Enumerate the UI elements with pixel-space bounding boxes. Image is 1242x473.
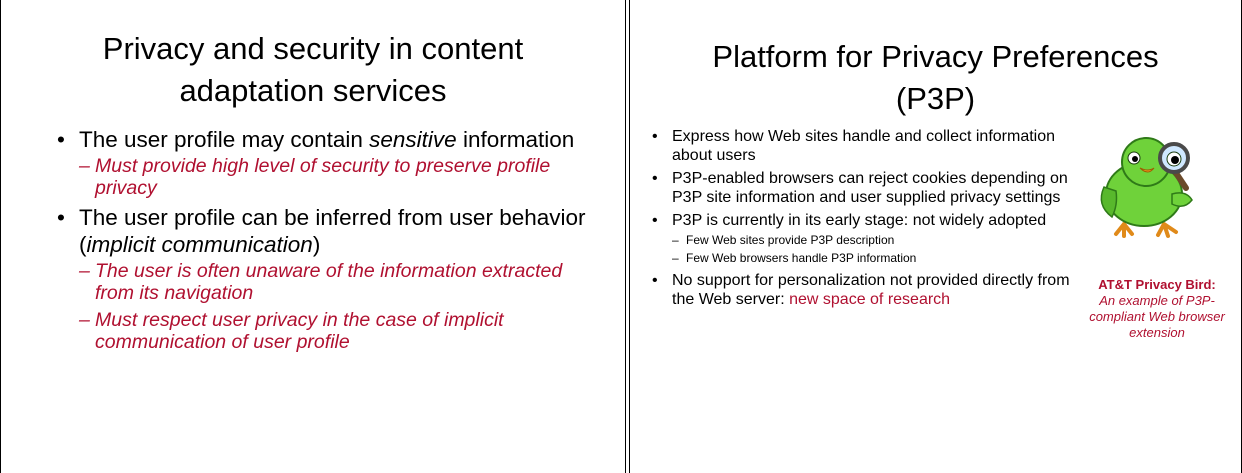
sub-bullet-dash: – — [79, 155, 90, 177]
bullet-browsers: • P3P-enabled browsers can reject cookie… — [652, 169, 1092, 207]
bullet-text: P3P-enabled browsers can reject cookies … — [672, 170, 1068, 206]
sub-bullet-unaware: – The user is often unaware of the infor… — [79, 260, 599, 304]
caption-title: AT&T Privacy Bird: — [1098, 277, 1216, 292]
sub-bullet-few-sites: – Few Web sites provide P3P description — [672, 231, 1092, 249]
sub-bullet-security: – Must provide high level of security to… — [79, 155, 599, 199]
sub-bullet-dash: – — [672, 233, 679, 247]
title-line-1: Privacy and security in content — [102, 31, 524, 66]
bullet-dot: • — [652, 212, 658, 229]
bullet-no-support: • No support for personalization not pro… — [652, 271, 1092, 309]
bullet-dot: • — [652, 272, 658, 289]
bullet-dot: • — [652, 128, 658, 145]
slide-title: Platform for Privacy Preferences (P3P) — [630, 36, 1241, 120]
bullet-text: P3P is currently in its early stage: not… — [672, 212, 1047, 229]
bullet-text: The user profile can be inferred from us… — [79, 205, 586, 257]
caption-text: An example of P3P-compliant Web browser … — [1089, 293, 1225, 340]
sub-bullet-text: Few Web browsers handle P3P information — [686, 251, 917, 265]
privacy-bird-icon — [1094, 132, 1204, 242]
sub-bullet-text: Must respect user privacy in the case of… — [95, 309, 504, 353]
sub-bullet-dash: – — [79, 309, 90, 331]
slide-left: Privacy and security in content adaptati… — [0, 0, 626, 473]
bullet-text: Express how Web sites handle and collect… — [672, 128, 1056, 164]
slide-title: Privacy and security in content adaptati… — [1, 28, 625, 112]
bullet-highlight: new space of research — [789, 291, 951, 308]
bullet-text: The user profile may contain — [79, 127, 370, 152]
slide-right: Platform for Privacy Preferences (P3P) •… — [629, 0, 1242, 473]
sub-bullet-text: Must provide high level of security to p… — [95, 155, 551, 199]
bullet-dot: • — [57, 127, 65, 152]
bullet-list: • Express how Web sites handle and colle… — [652, 127, 1092, 313]
sub-bullet-text: The user is often unaware of the informa… — [95, 260, 563, 304]
title-line-2: adaptation services — [179, 73, 447, 108]
bird-caption: AT&T Privacy Bird: An example of P3P-com… — [1082, 277, 1232, 341]
sub-bullet-dash: – — [79, 260, 90, 282]
title-line-2: (P3P) — [895, 81, 976, 116]
bullet-express: • Express how Web sites handle and colle… — [652, 127, 1092, 165]
sub-bullet-respect-privacy: – Must respect user privacy in the case … — [79, 309, 599, 353]
bullet-text: information — [456, 127, 575, 152]
bullet-text: No support for personalization not provi… — [672, 272, 1070, 308]
bullet-emphasis: sensitive — [369, 127, 457, 152]
title-line-1: Platform for Privacy Preferences — [712, 39, 1159, 74]
bullet-dot: • — [57, 205, 65, 230]
bullet-inferred-profile: • The user profile can be inferred from … — [57, 204, 599, 258]
bullet-emphasis: implicit communication — [86, 232, 313, 257]
sub-bullet-dash: – — [672, 251, 679, 265]
bullet-list: • The user profile may contain sensitive… — [57, 126, 599, 358]
sub-bullet-few-browsers: – Few Web browsers handle P3P informatio… — [672, 249, 1092, 267]
bullet-early-stage: • P3P is currently in its early stage: n… — [652, 211, 1092, 230]
bullet-sensitive-info: • The user profile may contain sensitive… — [57, 126, 599, 153]
sub-bullet-text: Few Web sites provide P3P description — [686, 233, 895, 247]
bullet-dot: • — [652, 170, 658, 187]
bullet-text: ) — [312, 232, 321, 257]
